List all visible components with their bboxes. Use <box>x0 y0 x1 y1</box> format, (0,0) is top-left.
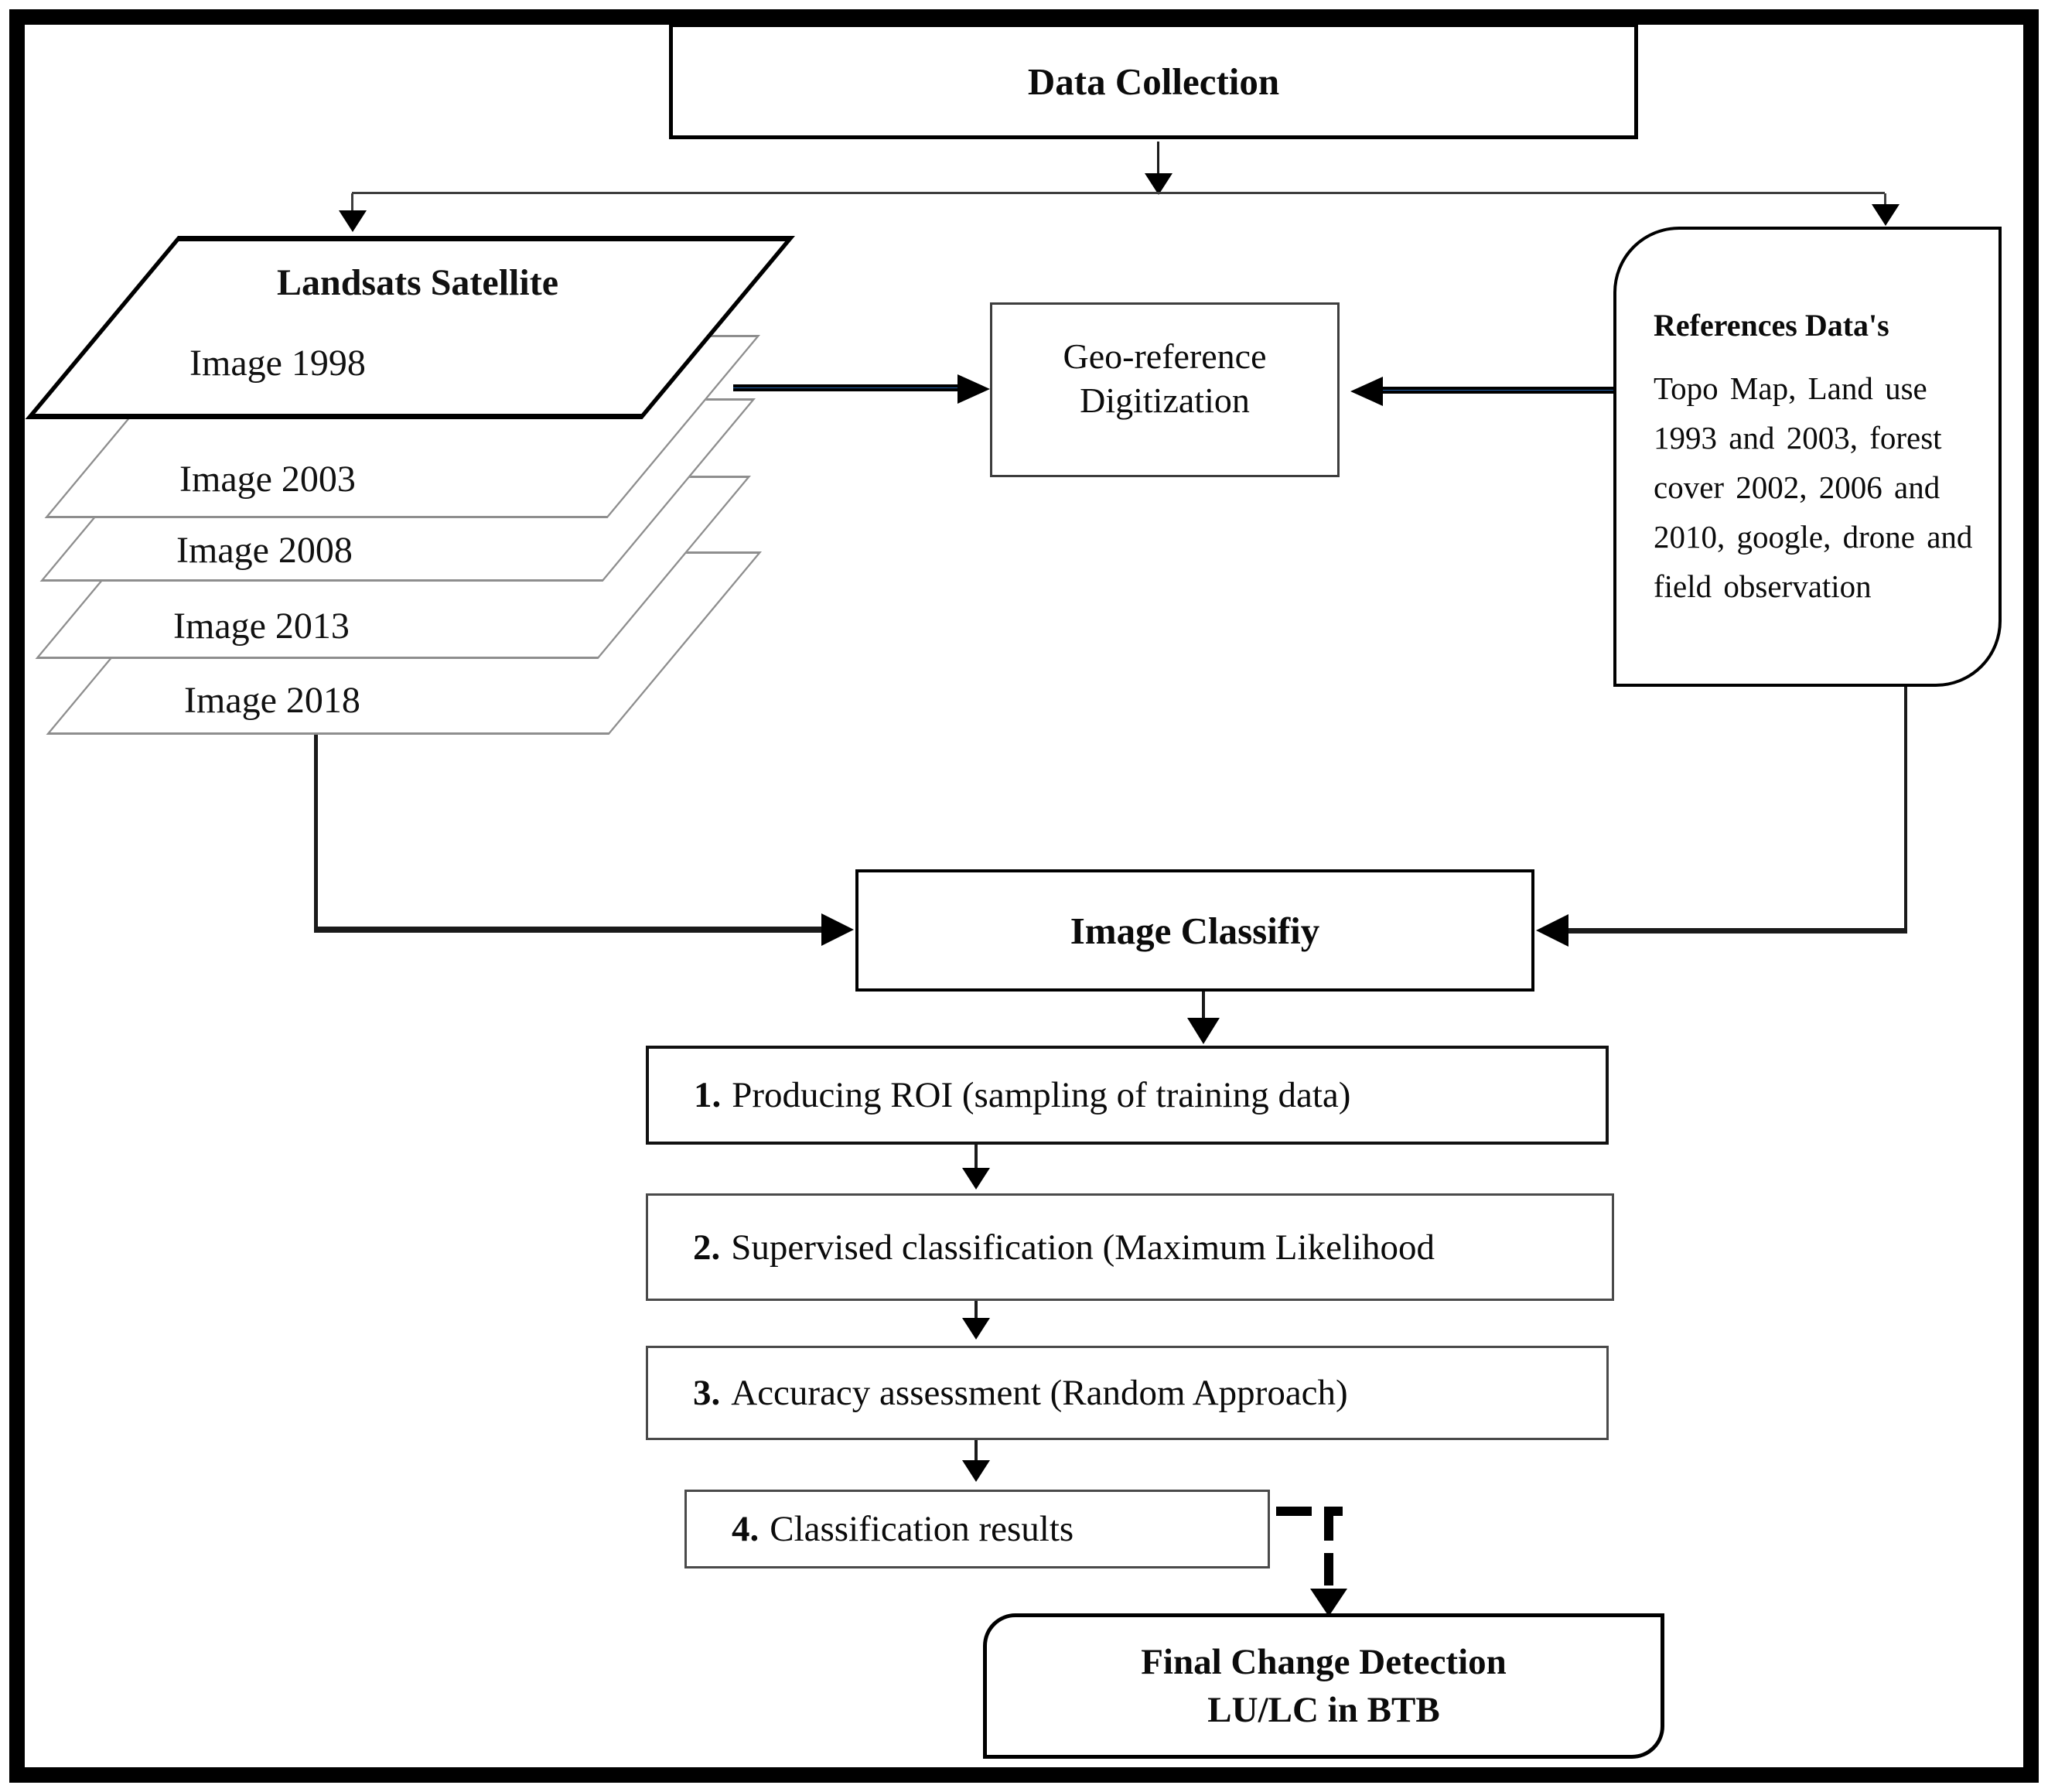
references-card: References Data's Topo Map, Land use 199… <box>1613 227 2002 687</box>
data-collection-label: Data Collection <box>1027 60 1280 103</box>
connector-classify-step1 <box>1202 992 1205 1022</box>
connector-references-left <box>1567 928 1907 934</box>
references-body-line: 2010, google, drone and <box>1654 519 1973 555</box>
data-collection-box: Data Collection <box>669 23 1638 139</box>
references-body-line: cover 2002, 2006 and <box>1654 469 1940 505</box>
connector-stack-down <box>314 735 318 931</box>
connector-stack-right <box>314 927 823 933</box>
arrow-down-icon <box>339 210 367 232</box>
blue-arrow-left-shaft <box>733 384 959 391</box>
image-classify-label: Image Classifiy <box>1070 909 1320 952</box>
dashed-connector-segment <box>1324 1507 1333 1541</box>
georeference-box: Geo-reference Digitization <box>990 302 1340 477</box>
outer-frame <box>9 9 2039 1783</box>
georeference-line2: Digitization <box>1080 381 1250 420</box>
landsat-layer-label: Image 2008 <box>176 530 353 571</box>
landsat-layer-label: Image 2003 <box>179 459 356 500</box>
step-text: Producing ROI (sampling of training data… <box>732 1075 1351 1115</box>
step-box-3: 3. Accuracy assessment (Random Approach) <box>646 1346 1609 1440</box>
connector-step1-step2 <box>975 1145 978 1171</box>
references-body-line: field observation <box>1654 568 1872 604</box>
arrow-down-icon <box>962 1318 990 1340</box>
final-line1: Final Change Detection <box>1141 1642 1507 1682</box>
step-box-4: 4. Classification results <box>684 1490 1270 1568</box>
arrow-down-icon <box>1145 173 1172 195</box>
landsat-layer-label: Image 2013 <box>173 606 350 647</box>
references-body-line: Topo Map, Land use <box>1654 370 1927 406</box>
final-change-detection-box: Final Change Detection LU/LC in BTB <box>983 1613 1664 1759</box>
step-number: 2. <box>693 1227 721 1268</box>
landsat-layer-label: Image 2018 <box>184 680 360 721</box>
dashed-connector-segment <box>1276 1507 1312 1516</box>
arrow-down-icon <box>1187 1018 1220 1044</box>
step-text: Supervised classification (Maximum Likel… <box>731 1227 1435 1268</box>
connector-split-right-drop <box>1884 193 1886 207</box>
connector-references-down <box>1904 687 1907 933</box>
landsat-stack-title: Landsats Satellite <box>276 262 559 303</box>
step-box-1: 1. Producing ROI (sampling of training d… <box>646 1046 1609 1145</box>
arrow-right-icon <box>957 374 990 404</box>
step-number: 4. <box>732 1509 759 1549</box>
step-number: 1. <box>694 1075 722 1115</box>
arrow-down-icon <box>962 1168 990 1190</box>
blue-arrow-right-shaft <box>1383 387 1613 394</box>
references-body-line: 1993 and 2003, forest <box>1654 420 1942 456</box>
step-text: Classification results <box>770 1509 1074 1549</box>
connector-split-line <box>352 192 1885 194</box>
arrow-down-icon <box>962 1460 990 1482</box>
references-title: References Data's <box>1654 308 1889 343</box>
connector-step3-step4 <box>975 1440 978 1463</box>
step-text: Accuracy assessment (Random Approach) <box>731 1373 1348 1413</box>
landsat-layer-label: Image 1998 <box>189 343 366 384</box>
dashed-connector-segment <box>1324 1553 1333 1585</box>
arrow-down-icon <box>1872 204 1900 226</box>
final-line2: LU/LC in BTB <box>1207 1690 1440 1730</box>
arrow-down-icon <box>1310 1589 1347 1616</box>
connector-split-left-drop <box>351 193 353 213</box>
image-classify-box: Image Classifiy <box>855 869 1534 992</box>
connector-step2-step3 <box>975 1301 978 1321</box>
step-box-2: 2. Supervised classification (Maximum Li… <box>646 1193 1614 1301</box>
arrow-left-icon <box>1536 914 1568 947</box>
arrow-left-icon <box>1350 377 1383 406</box>
georeference-line1: Geo-reference <box>1063 336 1267 376</box>
step-number: 3. <box>693 1373 721 1413</box>
arrow-right-icon <box>821 913 854 946</box>
connector-dc-stub <box>1157 142 1159 177</box>
